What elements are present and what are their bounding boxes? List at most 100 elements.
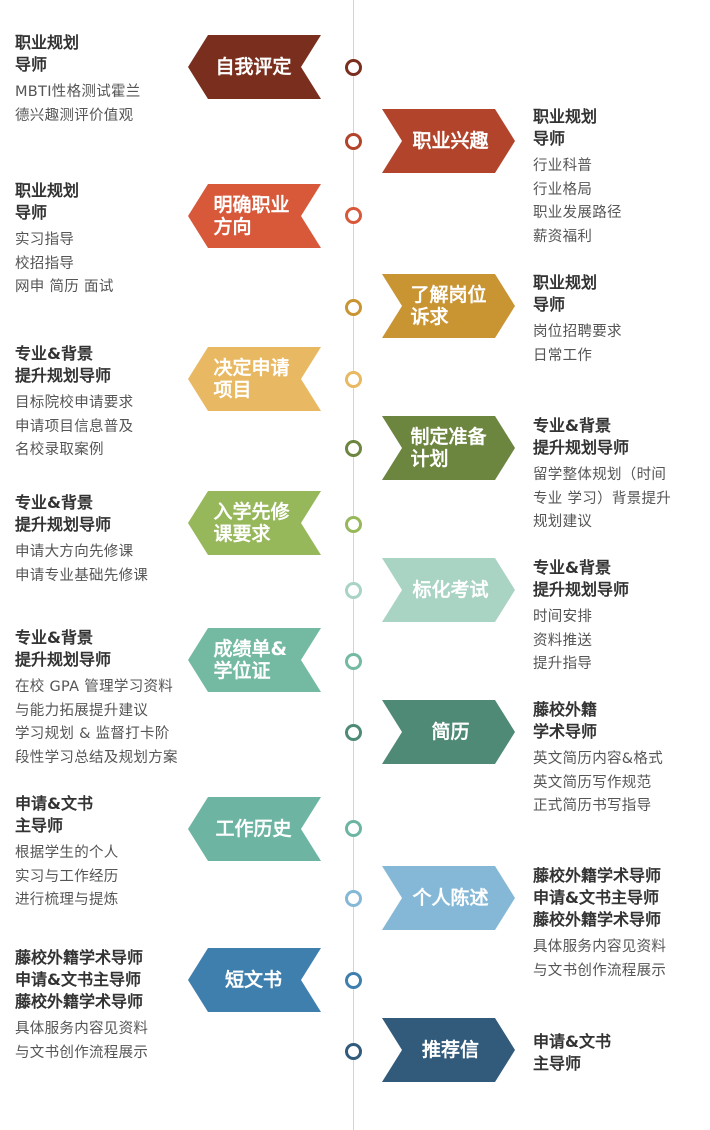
service-item: 行业科普	[533, 158, 593, 174]
service-item: 资料推送	[533, 632, 593, 649]
service-list: 行业科普行业格局职业发展路径薪资福利	[533, 155, 710, 249]
timeline-dot	[345, 59, 362, 76]
timeline-dot	[345, 133, 362, 150]
service-item: 职业发展路径	[533, 205, 622, 221]
step-description: 专业&背景 提升规划导师申请大方向先修课申请专业基础先修课	[15, 492, 200, 588]
step-description: 职业规划 导师实习指导校招指导网申 简历 面试	[15, 180, 200, 300]
service-item: 具体服务内容见资料	[15, 1021, 149, 1037]
mentor-title: 职业规划 导师	[533, 107, 598, 148]
timeline-dot	[345, 299, 362, 316]
service-item: 薪资福利	[533, 228, 593, 245]
timeline-line	[353, 0, 354, 1130]
service-list: 目标院校申请要求申请项目信息普及名校录取案例	[15, 392, 200, 463]
step-tag: 短文书	[188, 948, 321, 1012]
timeline-dot	[345, 207, 362, 224]
step-label: 工作历史	[215, 818, 292, 840]
timeline-dot	[345, 371, 362, 388]
mentor-title: 申请&文书 主导师	[15, 794, 93, 835]
step-tag: 标化考试	[382, 558, 515, 622]
service-item: 时间安排	[533, 609, 593, 625]
timeline-dot	[345, 890, 362, 907]
service-list: 时间安排资料推送提升指导	[533, 606, 710, 677]
service-item: 实习与工作经历	[15, 868, 119, 885]
step-label: 了解岗位诉求	[410, 284, 487, 328]
service-item: 网申 简历 面试	[15, 279, 114, 295]
step-label: 决定申请项目	[213, 357, 290, 401]
step-label: 入学先修课要求	[213, 501, 290, 545]
step-label: 短文书	[224, 969, 282, 991]
service-list: 英文简历内容&格式英文简历写作规范正式简历书写指导	[533, 748, 710, 819]
timeline-dot	[345, 440, 362, 457]
step-tag: 入学先修课要求	[188, 491, 321, 555]
mentor-title: 专业&背景 提升规划导师	[15, 493, 112, 534]
step-description: 申请&文书 主导师根据学生的个人实习与工作经历进行梳理与提炼	[15, 793, 200, 913]
service-item: 专业 学习）背景提升	[533, 490, 672, 507]
step-description: 专业&背景 提升规划导师在校 GPA 管理学习资料与能力拓展提升建议学习规划 &…	[15, 627, 200, 770]
service-item: 申请大方向先修课	[15, 544, 134, 560]
service-item: 校招指导	[15, 255, 75, 272]
step-description: 职业规划 导师岗位招聘要求日常工作	[533, 272, 710, 368]
timeline-dot	[345, 653, 362, 670]
service-list: 留学整体规划（时间专业 学习）背景提升规划建议	[533, 464, 710, 535]
mentor-title: 专业&背景 提升规划导师	[15, 344, 112, 385]
service-item: 段性学习总结及规划方案	[15, 749, 178, 766]
service-item: 英文简历写作规范	[533, 774, 652, 791]
step-label: 简历	[431, 721, 470, 743]
step-label: 制定准备计划	[410, 426, 487, 470]
service-item: 行业格局	[533, 181, 593, 198]
service-item: 实习指导	[15, 232, 75, 248]
service-list: MBTI性格测试霍兰德兴趣测评价值观	[15, 81, 200, 128]
step-tag: 明确职业方向	[188, 184, 321, 248]
step-tag: 决定申请项目	[188, 347, 321, 411]
step-label: 自我评定	[215, 56, 292, 78]
step-label: 个人陈述	[412, 887, 489, 909]
step-description: 职业规划 导师行业科普行业格局职业发展路径薪资福利	[533, 106, 710, 249]
service-list: 在校 GPA 管理学习资料与能力拓展提升建议学习规划 & 监督打卡阶段性学习总结…	[15, 676, 200, 770]
service-item: 留学整体规划（时间	[533, 467, 667, 483]
service-item: 岗位招聘要求	[533, 324, 622, 340]
step-label: 成绩单&学位证	[213, 638, 288, 682]
mentor-title: 藤校外籍学术导师 申请&文书主导师 藤校外籍学术导师	[533, 866, 662, 929]
service-item: 在校 GPA 管理学习资料	[15, 679, 174, 695]
service-list: 根据学生的个人实习与工作经历进行梳理与提炼	[15, 842, 200, 913]
mentor-title: 专业&背景 提升规划导师	[533, 416, 630, 457]
step-tag: 个人陈述	[382, 866, 515, 930]
timeline-dot	[345, 582, 362, 599]
service-item: 具体服务内容见资料	[533, 939, 667, 955]
service-list: 岗位招聘要求日常工作	[533, 321, 710, 368]
step-tag: 推荐信	[382, 1018, 515, 1082]
service-item: 日常工作	[533, 347, 593, 364]
timeline-dot	[345, 516, 362, 533]
step-description: 专业&背景 提升规划导师留学整体规划（时间专业 学习）背景提升规划建议	[533, 415, 710, 535]
mentor-title: 职业规划 导师	[15, 181, 80, 222]
mentor-title: 专业&背景 提升规划导师	[533, 558, 630, 599]
mentor-title: 申请&文书 主导师	[533, 1032, 611, 1073]
service-item: 申请专业基础先修课	[15, 567, 149, 584]
step-tag: 成绩单&学位证	[188, 628, 321, 692]
service-list: 实习指导校招指导网申 简历 面试	[15, 229, 200, 300]
service-item: 根据学生的个人	[15, 845, 119, 861]
service-item: 申请项目信息普及	[15, 418, 134, 435]
service-item: 与能力拓展提升建议	[15, 702, 149, 719]
step-tag: 职业兴趣	[382, 109, 515, 173]
service-item: 目标院校申请要求	[15, 395, 134, 411]
step-tag: 工作历史	[188, 797, 321, 861]
service-item: 与文书创作流程展示	[533, 962, 667, 979]
service-item: 名校录取案例	[15, 442, 104, 458]
step-label: 职业兴趣	[412, 130, 489, 152]
service-list: 具体服务内容见资料与文书创作流程展示	[15, 1018, 200, 1065]
service-list: 具体服务内容见资料与文书创作流程展示	[533, 936, 710, 983]
step-description: 藤校外籍学术导师 申请&文书主导师 藤校外籍学术导师具体服务内容见资料与文书创作…	[533, 865, 710, 983]
step-description: 职业规划 导师 MBTI性格测试霍兰德兴趣测评价值观	[15, 32, 200, 128]
mentor-title: 职业规划 导师	[15, 33, 80, 74]
service-item: MBTI性格测试霍兰	[15, 84, 141, 100]
timeline-dot	[345, 820, 362, 837]
step-label: 明确职业方向	[213, 194, 290, 238]
service-item: 提升指导	[533, 656, 593, 672]
service-item: 英文简历内容&格式	[533, 751, 664, 767]
timeline-dot	[345, 1043, 362, 1060]
step-tag: 自我评定	[188, 35, 321, 99]
step-description: 申请&文书 主导师	[533, 1031, 710, 1075]
service-list: 申请大方向先修课申请专业基础先修课	[15, 541, 200, 588]
step-label: 推荐信	[421, 1039, 479, 1061]
